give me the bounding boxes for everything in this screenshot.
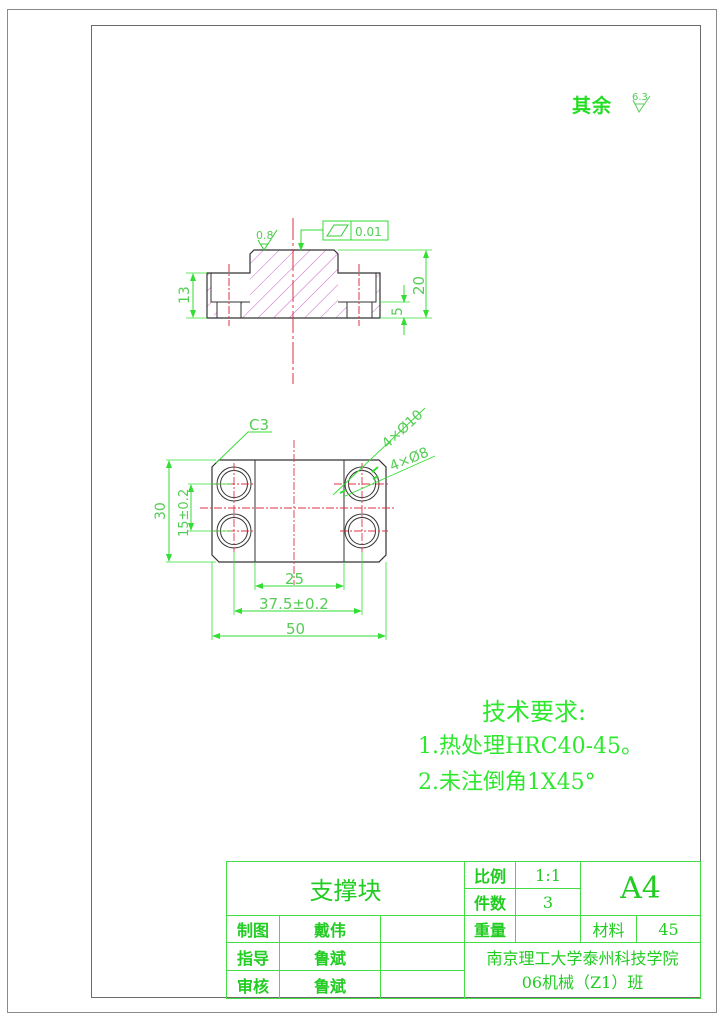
drawn-signature [379,915,466,943]
chamfer-callout: C3 [215,416,272,464]
dimension-20: 20 [338,249,432,319]
roughness-symbol-icon: 6.3 [632,92,651,113]
flatness-symbol-icon [326,224,349,237]
scale-value: 1:1 [515,861,582,889]
svg-text:50: 50 [286,620,305,638]
svg-text:4×Ø10: 4×Ø10 [379,407,426,452]
review-by: 鲁斌 [279,970,381,999]
dimension-15: 15±0.2 [177,483,232,537]
requirement-item: 1.热处理HRC40-45。 [418,734,643,759]
svg-text:5: 5 [390,307,406,316]
svg-text:25: 25 [285,570,304,588]
surface-finish-note: 其余 [572,91,612,118]
weight-label: 重量 [464,915,517,943]
flatness-tolerance-frame: 0.01 [298,220,389,251]
svg-text:15±0.2: 15±0.2 [177,489,192,537]
svg-text:13: 13 [177,286,193,304]
material-label: 材料 [580,915,638,943]
svg-text:30: 30 [153,502,169,520]
roughness-value: 6.3 [632,92,648,103]
svg-text:37.5±0.2: 37.5±0.2 [259,595,329,613]
guide-label: 指导 [226,942,280,971]
svg-text:20: 20 [410,276,428,295]
school-name: 南京理工大学泰州科技学院 [486,948,679,968]
drawn-by: 戴伟 [279,915,381,943]
dimension-5: 5 [380,285,410,335]
technical-requirements: 技术要求: 1.热处理HRC40-45。 2.未注倒角1X45° [418,695,643,801]
surface-finish-label: 其余 [572,95,613,117]
review-label: 审核 [226,970,280,999]
top-view: C3 4×Ø10 4×Ø8 30 15±0.2 [153,407,436,640]
part-name: 支撑块 [225,861,466,916]
dimension-50: 50 [211,562,387,640]
requirement-item: 2.未注倒角1X45° [418,770,596,795]
weight-value [515,915,582,943]
scale-label: 比例 [464,861,517,889]
title-block: 支撑块 比例 1:1 A4 件数 3 制图 戴伟 重量 材料 45 指导 鲁斌 … [225,861,702,999]
quantity-label: 件数 [464,888,517,916]
school-info: 南京理工大学泰州科技学院 06机械（Z1）班 [464,942,702,999]
paper-size: A4 [580,861,702,916]
dimension-13: 13 [177,272,207,319]
svg-text:C3: C3 [249,416,269,434]
front-view: 0.8 0.01 13 20 5 [177,218,432,384]
svg-text:0.8: 0.8 [256,229,274,242]
roughness-0-8-icon: 0.8 [256,229,278,251]
technical-requirements-title: 技术要求: [482,698,587,726]
guide-signature [379,942,466,971]
quantity-value: 3 [515,888,582,916]
dimension-30: 30 [153,459,216,563]
svg-text:0.01: 0.01 [355,225,382,239]
review-signature [379,970,466,999]
dimension-25: 25 [254,562,345,590]
dimension-37-5: 37.5±0.2 [233,552,363,615]
class-name: 06机械（Z1）班 [521,972,644,992]
material-value: 45 [636,915,702,943]
svg-text:4×Ø8: 4×Ø8 [388,445,432,475]
guide-by: 鲁斌 [279,942,381,971]
outer-sheet-border [7,9,717,1013]
drawn-label: 制图 [226,915,280,943]
